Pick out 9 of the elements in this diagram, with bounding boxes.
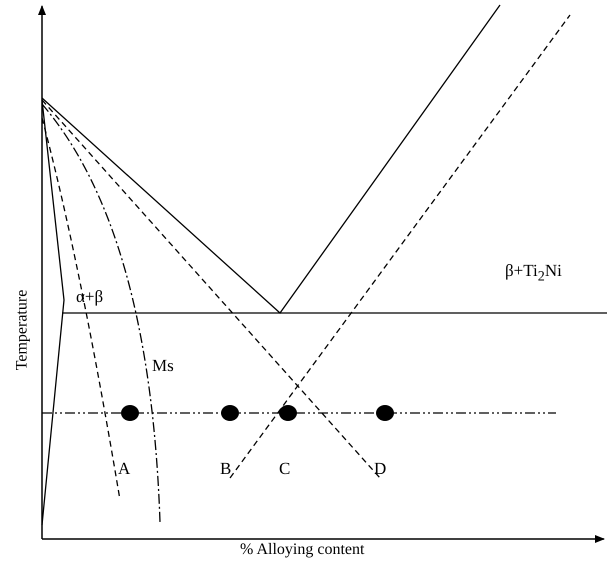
phase-label: β+Ti$_{2}$Ni <box>505 262 562 284</box>
phase-label: α+β <box>76 288 104 305</box>
point-label: D <box>374 460 386 477</box>
point-label: C <box>279 460 290 477</box>
point-label: A <box>118 460 130 477</box>
axis-title: % Alloying content <box>240 542 364 558</box>
axis-title: Temperature <box>14 290 30 370</box>
curve-label: Ms <box>152 357 174 374</box>
point-label: B <box>220 460 232 477</box>
